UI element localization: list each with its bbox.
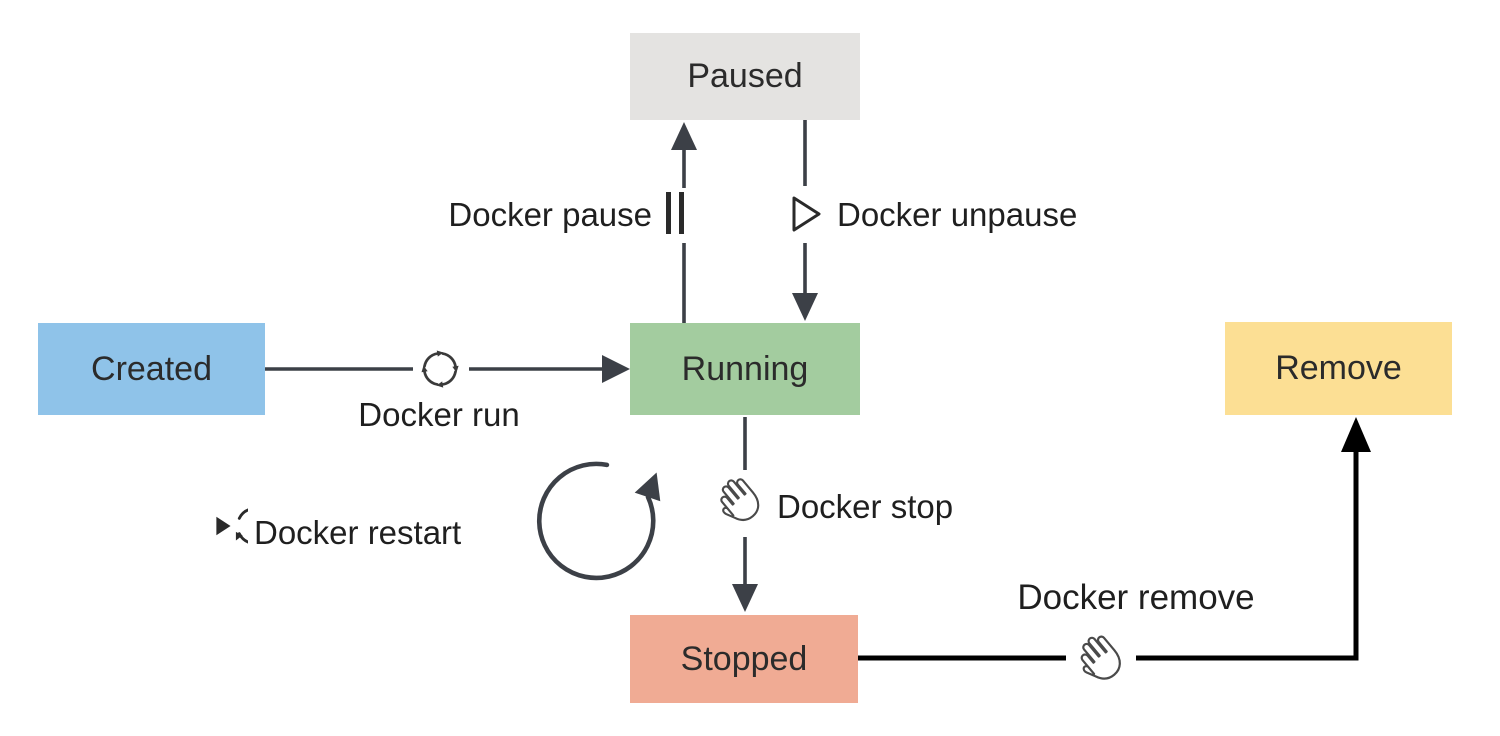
remove-connector [858, 452, 1359, 661]
state-label-stopped: Stopped [680, 639, 808, 678]
connector-lines [265, 120, 807, 586]
transition-label-run: Docker run [358, 396, 520, 433]
state-box-running: Running [630, 323, 860, 415]
transition-label-restart: Docker restart [254, 514, 462, 551]
arrowhead-run [602, 355, 630, 383]
pause-icon [666, 192, 684, 234]
transition-label-stop: Docker stop [777, 488, 954, 525]
self-loop-arc-restart [536, 461, 656, 581]
arrowhead-restart-loop [634, 472, 661, 502]
transition-label-pause: Docker pause [448, 196, 652, 233]
state-box-remove: Remove [1225, 322, 1452, 415]
state-box-created: Created [38, 323, 265, 415]
hand-icon [720, 478, 760, 522]
state-box-paused: Paused [630, 33, 860, 120]
state-box-stopped: Stopped [630, 615, 858, 703]
hand-icon [1080, 635, 1121, 680]
transition-label-unpause: Docker unpause [837, 196, 1078, 233]
sync-icon [421, 350, 459, 388]
arrowhead-stop [732, 584, 758, 612]
state-label-created: Created [91, 349, 212, 388]
connector-arrowheads [602, 122, 818, 612]
arrowhead-unpause [792, 293, 818, 321]
play-outline-icon [792, 196, 821, 232]
restart-icon [216, 508, 248, 544]
state-label-remove: Remove [1275, 349, 1402, 387]
arrowhead-remove [1341, 417, 1371, 452]
transition-label-remove: Docker remove [1017, 578, 1255, 617]
state-label-running: Running [681, 349, 809, 388]
arrowhead-pause [671, 122, 697, 150]
state-label-paused: Paused [687, 57, 803, 95]
remove-line-elbow [1136, 452, 1359, 661]
